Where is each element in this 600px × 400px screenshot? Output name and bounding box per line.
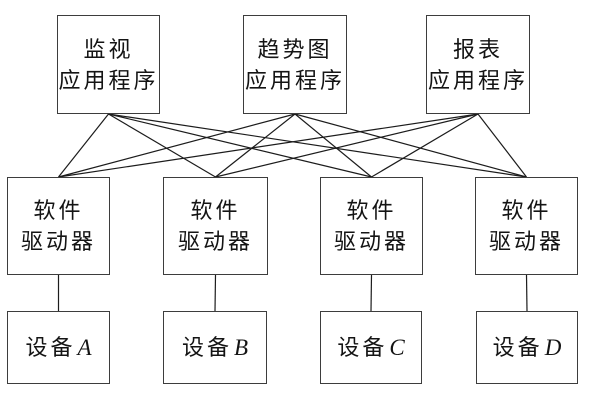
- app-trend-label-line2: 应用程序: [244, 67, 345, 93]
- driver-1-label-line1: 软件: [33, 198, 84, 223]
- driver-3-label-line2: 驱动器: [333, 229, 409, 254]
- device-a-letter: A: [77, 335, 92, 360]
- driver-box-3: 软件 驱动器: [320, 177, 423, 275]
- app-box-report: 报表 应用程序: [426, 15, 530, 114]
- app-report-label-line2: 应用程序: [427, 67, 528, 93]
- app-trend-label-line1: 趋势图: [257, 36, 333, 62]
- device-a-label-cn: 设备: [25, 335, 76, 360]
- device-d-label-cn: 设备: [492, 335, 543, 360]
- device-d-letter: D: [544, 335, 562, 360]
- device-b-letter: B: [233, 335, 249, 360]
- driver-4-label-line1: 软件: [501, 198, 552, 223]
- app-box-monitor: 监视 应用程序: [57, 15, 160, 114]
- device-b-label-cn: 设备: [181, 335, 232, 360]
- app-monitor-label-line2: 应用程序: [58, 67, 159, 93]
- device-c-letter: C: [389, 335, 405, 360]
- driver-box-1: 软件 驱动器: [7, 177, 110, 275]
- driver-box-2: 软件 驱动器: [163, 177, 268, 275]
- app-box-trend: 趋势图 应用程序: [243, 15, 347, 114]
- app-report-label-line1: 报表: [452, 36, 503, 62]
- driver-2-label-line1: 软件: [190, 198, 241, 223]
- device-c-label-cn: 设备: [337, 335, 388, 360]
- driver-2-label-line2: 驱动器: [177, 229, 253, 254]
- driver-3-label-line1: 软件: [346, 198, 397, 223]
- app-monitor-label-line1: 监视: [83, 36, 134, 62]
- driver-box-4: 软件 驱动器: [475, 177, 578, 275]
- driver-1-label-line2: 驱动器: [20, 229, 96, 254]
- driver-4-label-line2: 驱动器: [488, 229, 564, 254]
